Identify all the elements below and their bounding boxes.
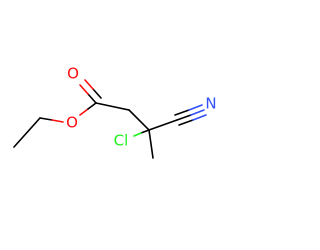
atom-label-o-carbonyl: O (67, 65, 79, 83)
atom-label-o-ester: O (66, 114, 78, 132)
bond-ch2-cquat (128, 109, 150, 131)
bond-nitrile-triple-2a (174, 109, 190, 116)
bond-ethyl-ch3-ch2 (13, 117, 41, 148)
bond-cquat-cl-black (140, 129, 150, 134)
bond-ch2-oester-red (51, 119, 64, 123)
atom-label-n-nitrile: N (205, 95, 216, 113)
bond-cquat-cnitrile (148, 119, 178, 131)
bond-cquat-cl-green (133, 132, 142, 137)
bond-carbonyl-ch2 (95, 102, 130, 111)
atom-labels: O O N Cl (66, 65, 217, 150)
bond-carbonyl-double-2a (92, 88, 102, 99)
bond-ch2-oester-black (39, 117, 53, 121)
bond-carbonyl-double-1a (87, 93, 97, 104)
bond-nitrile-triple-1b (190, 109, 205, 116)
bond-oester-carbonyl-black (87, 102, 97, 110)
bonds (13, 79, 207, 159)
bond-carbonyl-double-1b (79, 84, 89, 95)
bond-nitrile-triple-2b (188, 104, 203, 111)
bond-oester-carbonyl-red (79, 108, 89, 116)
bond-nitrile-triple-1a (176, 114, 192, 121)
bond-nitrile-triple-3a (178, 119, 194, 126)
molecule-structure-diagram: O O N Cl (13, 65, 217, 159)
bond-nitrile-triple-3b (192, 114, 207, 121)
atom-label-cl: Cl (114, 132, 129, 150)
bond-cquat-methyl (148, 129, 154, 159)
bond-carbonyl-double-2b (84, 79, 94, 90)
